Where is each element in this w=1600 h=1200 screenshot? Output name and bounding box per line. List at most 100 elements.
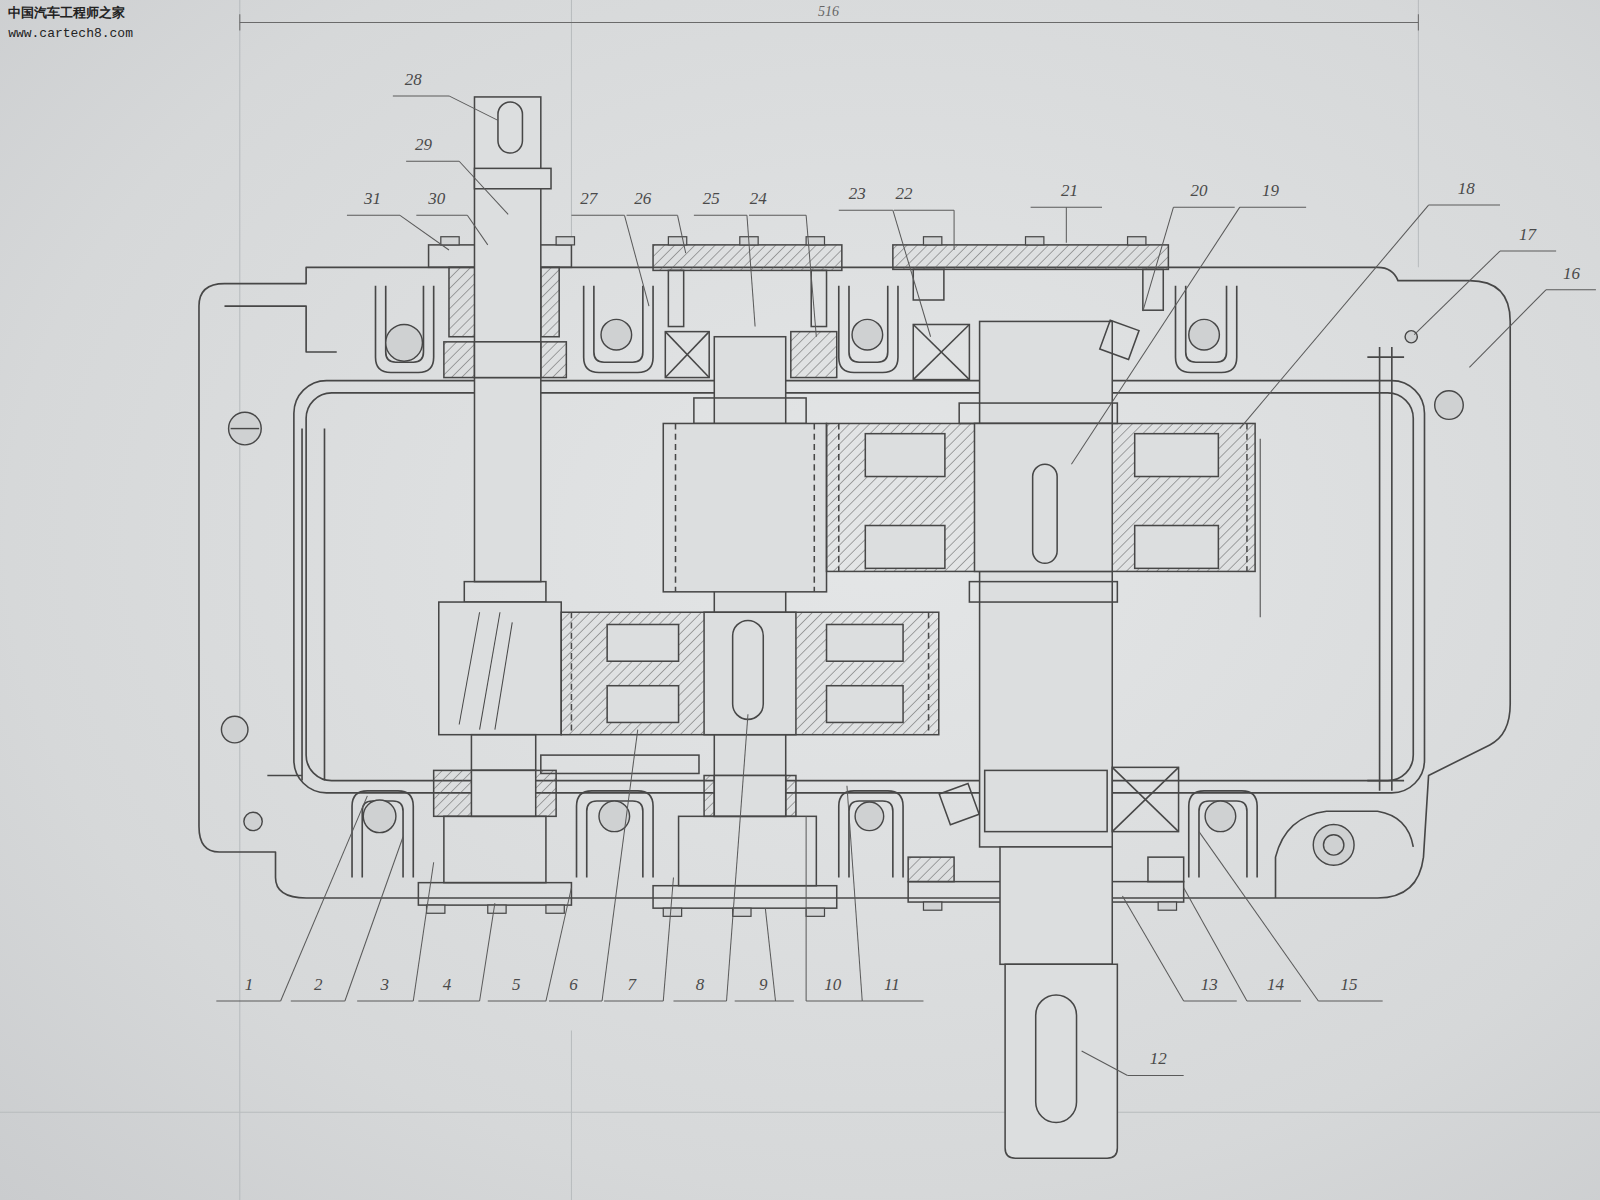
- leader-line: [627, 215, 678, 216]
- dimension: 516: [818, 4, 839, 19]
- leader-line: [1318, 1001, 1382, 1002]
- input-shaft: [498, 102, 522, 153]
- leader-line: [747, 215, 755, 326]
- leader-line: [1199, 832, 1318, 1001]
- gearbox-housing: [1186, 286, 1227, 363]
- callout-number: 13: [1201, 976, 1218, 995]
- bolt-head: [663, 908, 681, 916]
- bolt-boss: [221, 716, 248, 743]
- leader-line: [673, 1001, 726, 1002]
- bearing-cap: [893, 245, 1169, 269]
- input-shaft: [439, 602, 561, 735]
- bearing-cap: [653, 245, 842, 271]
- callout-number: 21: [1061, 182, 1078, 201]
- intermediate-shaft: [571, 612, 573, 734]
- intermediate-shaft: [665, 332, 709, 378]
- gearbox-housing: [1276, 811, 1414, 898]
- leader-line: [806, 1001, 862, 1002]
- bolt-boss: [363, 800, 396, 833]
- dimension-line: [1418, 14, 1419, 30]
- intermediate-shaft: [814, 423, 816, 591]
- bolt-head: [1158, 902, 1176, 910]
- intermediate-shaft: [679, 816, 817, 885]
- leader-line: [347, 215, 400, 216]
- bolt-head: [1026, 237, 1044, 245]
- output-shaft: [865, 526, 945, 569]
- leader-line: [416, 215, 467, 216]
- output-shaft: [838, 423, 840, 571]
- bolt-head: [556, 237, 574, 245]
- input-shaft: [444, 816, 546, 882]
- leader-line: [1184, 888, 1247, 1001]
- leader-line: [663, 878, 673, 1001]
- bearing-cap: [418, 883, 571, 905]
- leader-line: [1500, 251, 1556, 252]
- watermark: 中国汽车工程师之家: [8, 6, 125, 20]
- callout-number: 5: [512, 976, 521, 995]
- leader-line: [678, 215, 686, 253]
- bolt-head: [546, 905, 564, 913]
- input-shaft: [480, 612, 500, 729]
- intermediate-shaft: [714, 776, 785, 817]
- leader-line: [1184, 1001, 1237, 1002]
- output-shaft: [969, 582, 1117, 602]
- leader-line: [549, 1001, 602, 1002]
- bolt-boss: [221, 319, 1463, 865]
- gearbox-housing: [1176, 286, 1237, 373]
- leader-line: [216, 1001, 280, 1002]
- gearbox-housing: [1189, 791, 1257, 878]
- bolt-boss: [386, 324, 423, 361]
- grid-line: [1418, 0, 1419, 267]
- gearbox-housing: [324, 429, 326, 781]
- leader-line: [727, 714, 748, 1001]
- leader-line: [806, 816, 807, 1001]
- bolt-head: [427, 905, 445, 913]
- callout-number: 23: [849, 185, 866, 204]
- leader-line: [1082, 1051, 1128, 1075]
- callout-number: 22: [896, 185, 913, 204]
- input-shaft: [434, 770, 556, 816]
- leader-line: [602, 730, 638, 1001]
- gearbox-housing: [267, 775, 302, 777]
- leader-line: [806, 215, 816, 336]
- leader-line: [1414, 251, 1500, 335]
- bearing-cap: [653, 886, 837, 908]
- gearbox-housing: [839, 286, 898, 373]
- output-shaft: [1112, 767, 1178, 831]
- intermediate-shaft: [704, 776, 796, 817]
- gearbox-housing: [849, 286, 888, 363]
- callout-number: 1: [245, 976, 254, 995]
- gearbox-housing: [577, 791, 654, 878]
- gearbox-housing: [301, 429, 303, 781]
- gearbox-housing: [1367, 780, 1404, 782]
- output-shaft: [985, 770, 1107, 831]
- gearbox-housing: [352, 791, 413, 878]
- bolt-boss: [1405, 331, 1417, 343]
- grid-line: [239, 0, 240, 1200]
- callout-number: 2: [314, 976, 323, 995]
- gearbox-housing: [199, 267, 1510, 898]
- intermediate-shaft: [665, 332, 709, 378]
- output-shaft: [980, 321, 1113, 847]
- gearbox-housing: [584, 286, 653, 373]
- bolt-head: [733, 908, 751, 916]
- output-shaft: [1112, 767, 1178, 831]
- intermediate-shaft: [561, 612, 939, 734]
- callout-number: 4: [443, 976, 452, 995]
- leader-line: [839, 210, 893, 211]
- bearing-cap: [1148, 857, 1184, 881]
- bolt-head: [923, 237, 941, 245]
- bearing-cap: [908, 857, 954, 881]
- leader-line: [1247, 1001, 1301, 1002]
- gearbox-housing: [587, 801, 643, 878]
- leader-line: [571, 215, 624, 216]
- gearbox-housing: [386, 286, 424, 363]
- leader-line: [1066, 207, 1067, 243]
- intermediate-shaft: [928, 612, 930, 734]
- output-shaft: [1135, 434, 1219, 477]
- leader-line: [1429, 205, 1500, 206]
- callout-number: 27: [580, 190, 597, 209]
- leader-line: [459, 161, 508, 214]
- intermediate-shaft: [827, 686, 904, 723]
